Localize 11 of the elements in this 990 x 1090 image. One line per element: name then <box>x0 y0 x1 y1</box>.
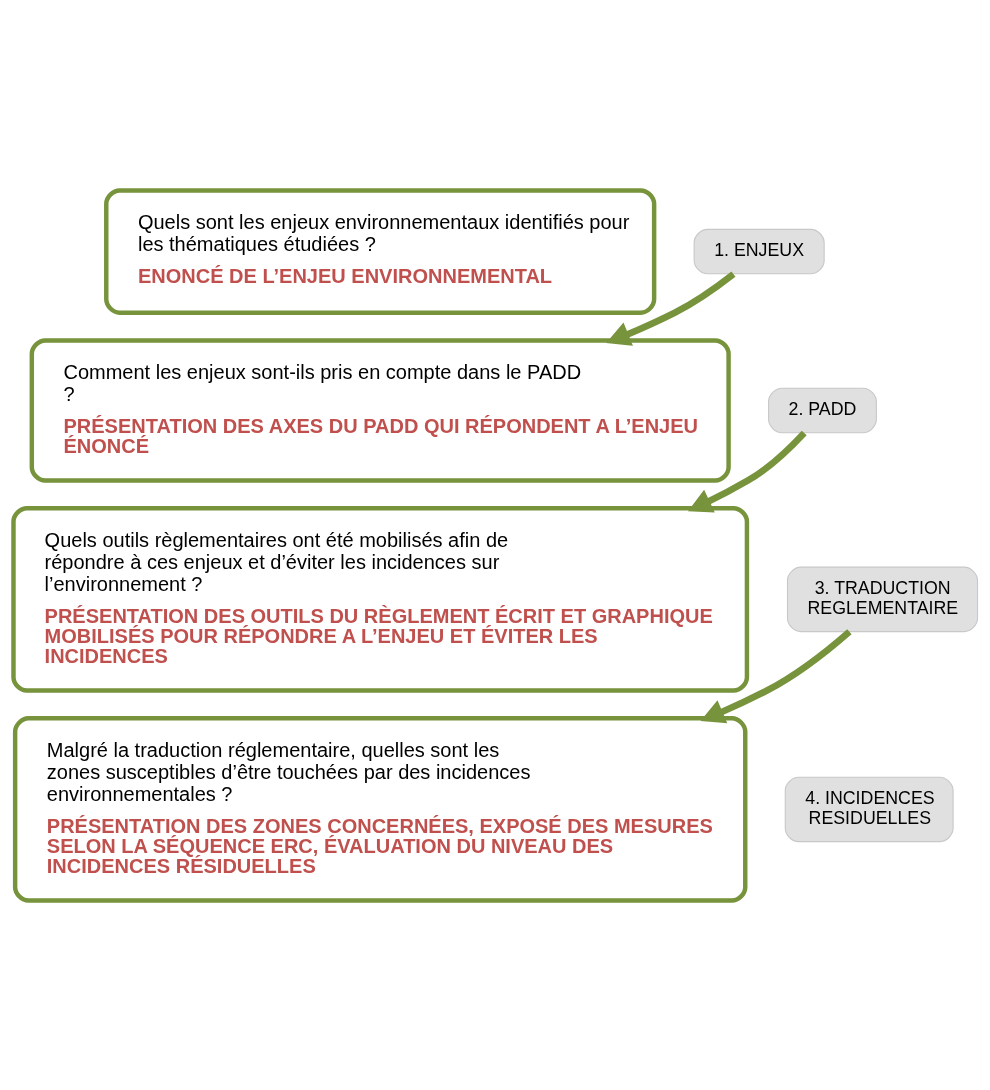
node-box: Malgré la traduction réglementaire, quelles sont les zones susceptibles d’être touchées par des incidences environnementales ? PRÉSENTATION DES ZONES CONCERNÉES, EXPOSÉ DES MESURES SELON LA SÉQUENCE ERC, ÉVALUATION DU NIVEAU DES INCIDENCES RÉSIDUELLES <box>12 715 747 903</box>
node-box: 4. INCIDENCES RESIDUELLES <box>784 776 954 842</box>
node-box: Quels sont les enjeux environnementaux identifiés pour les thématiques étudiées ? ENONCÉ DE L’ENJEU ENVIRONNEMENTAL <box>103 187 656 315</box>
arrow <box>605 270 735 346</box>
node-box: 3. TRADUCTION REGLEMENTAIRE <box>786 566 978 632</box>
node-box: 2. PADD <box>767 387 877 433</box>
arrow <box>687 430 807 512</box>
node-box: Comment les enjeux sont-ils pris en compte dans le PADD ? PRÉSENTATION DES AXES DU PADD QUI RÉPONDENT A L’ENJEU ÉNONCÉ <box>29 337 731 483</box>
node-box: Quels outils règlementaires ont été mobilisés afin de répondre à ces enjeux et d’éviter les incidences sur l’environnement ? PRÉSENTATION DES OUTILS DU RÈGLEMENT ÉCRIT ET GRAPHIQUE MOBILISÉS POUR RÉPONDRE A L’ENJEU ET ÉVITER LES INCIDENCES <box>10 505 749 693</box>
arrow <box>699 628 852 723</box>
node-box: 1. ENJEUX <box>693 228 825 274</box>
